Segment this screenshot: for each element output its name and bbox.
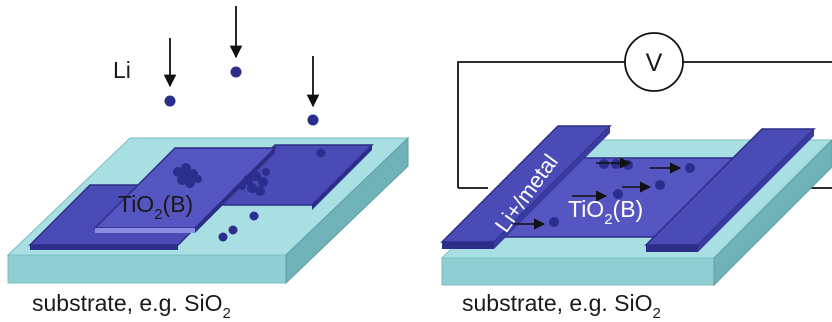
left-tio2-film-front xyxy=(95,228,195,233)
right-drift-particles xyxy=(514,157,695,230)
left-substrate-front xyxy=(7,254,287,284)
right-substrate-front xyxy=(441,257,715,286)
li-label: Li xyxy=(113,57,131,83)
right-panel: V xyxy=(440,32,832,322)
left-substrate-label: substrate, e.g. SiO2 xyxy=(32,290,231,322)
right-tio2-label: TiO2(B) xyxy=(568,196,643,228)
left-particle-cluster-1 xyxy=(173,163,202,188)
right-substrate-side xyxy=(713,139,832,287)
left-film-pad-lower-edge xyxy=(30,245,178,250)
right-metal-electrode-side xyxy=(698,129,814,252)
right-metal-electrode-front xyxy=(646,245,698,252)
left-particle-cluster-2 xyxy=(238,168,270,196)
right-substrate-label: substrate, e.g. SiO2 xyxy=(462,290,661,322)
right-li-electrode-front xyxy=(442,242,494,249)
left-particles-scattered xyxy=(218,148,326,242)
left-substrate-side xyxy=(285,136,409,285)
left-film-pad-upper-edge xyxy=(312,145,372,210)
li-particle xyxy=(307,114,319,126)
right-li-electrode-side xyxy=(494,126,610,249)
left-falling-li xyxy=(163,6,320,126)
li-particle xyxy=(230,66,242,78)
voltmeter-label: V xyxy=(646,49,663,77)
voltmeter-icon: V xyxy=(624,32,684,92)
li-particle xyxy=(164,95,176,107)
left-panel: Li TiO2(B) substrate, e.g. SiO2 xyxy=(6,6,410,322)
left-tio2-label: TiO2(B) xyxy=(118,191,193,223)
left-tio2-film-side xyxy=(195,148,275,233)
